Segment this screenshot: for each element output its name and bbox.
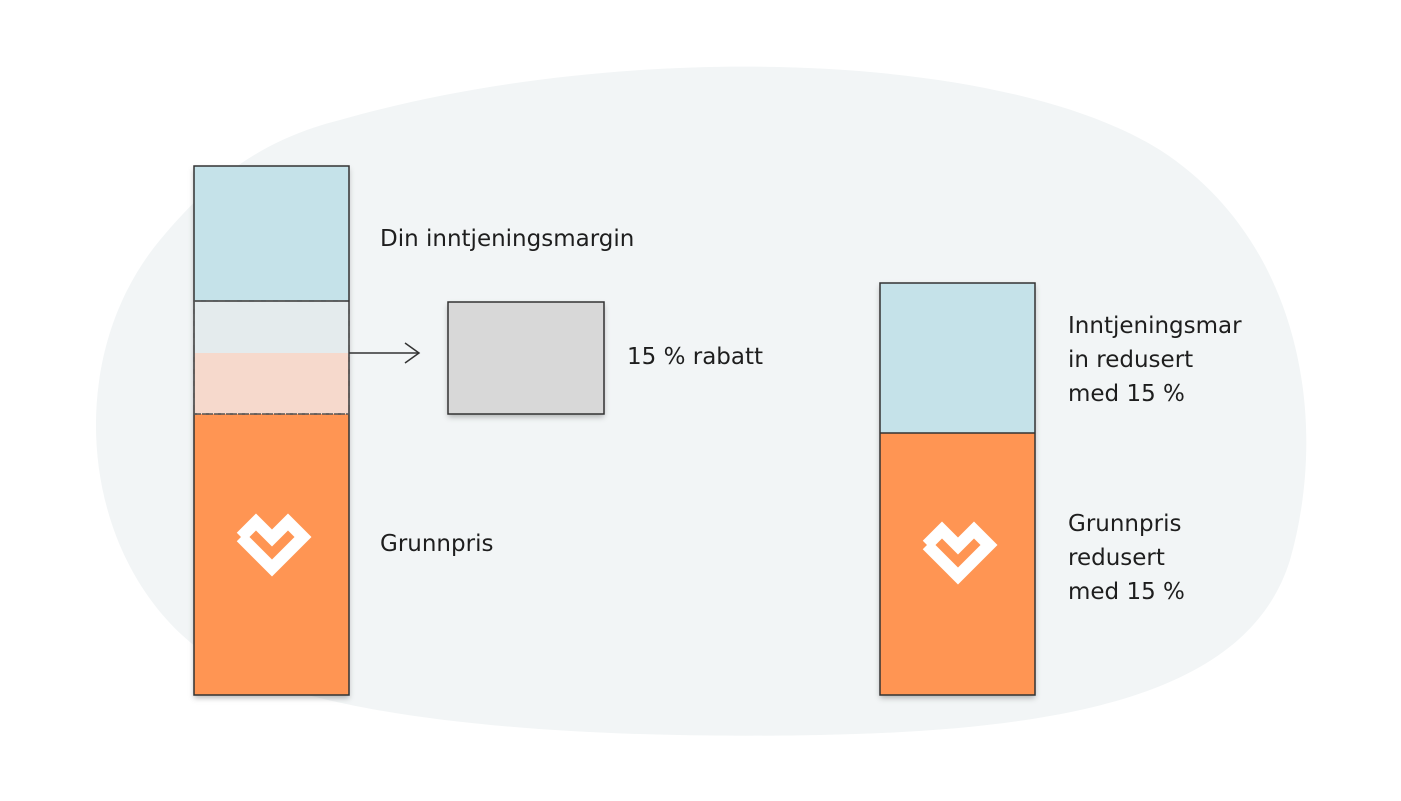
original-price-bar (194, 166, 349, 695)
arrow-right-icon (349, 342, 421, 364)
reduced-margin-label: Inntjeningsmar in redusert med 15 % (1068, 313, 1242, 407)
heart-logo-icon (922, 521, 998, 585)
reduced-base-price-label: Grunnpris redusert med 15 % (1068, 511, 1185, 605)
reduced-base-segment (880, 433, 1035, 695)
removed-margin-segment (194, 301, 349, 353)
discount-label: 15 % rabatt (627, 344, 764, 370)
reduced-price-bar (880, 283, 1035, 695)
heart-logo-icon (236, 513, 312, 577)
base-price-segment (194, 414, 349, 695)
removed-base-segment (194, 353, 349, 414)
margin-label: Din inntjeningsmargin (380, 226, 635, 252)
reduced-bar-outline (879, 282, 1036, 696)
base-price-label: Grunnpris (380, 531, 494, 557)
discount-box (448, 302, 604, 414)
original-bar-outline (193, 165, 350, 696)
margin-segment (194, 166, 349, 301)
discount-outline-dashed (193, 300, 350, 415)
reduced-margin-segment (880, 283, 1035, 433)
